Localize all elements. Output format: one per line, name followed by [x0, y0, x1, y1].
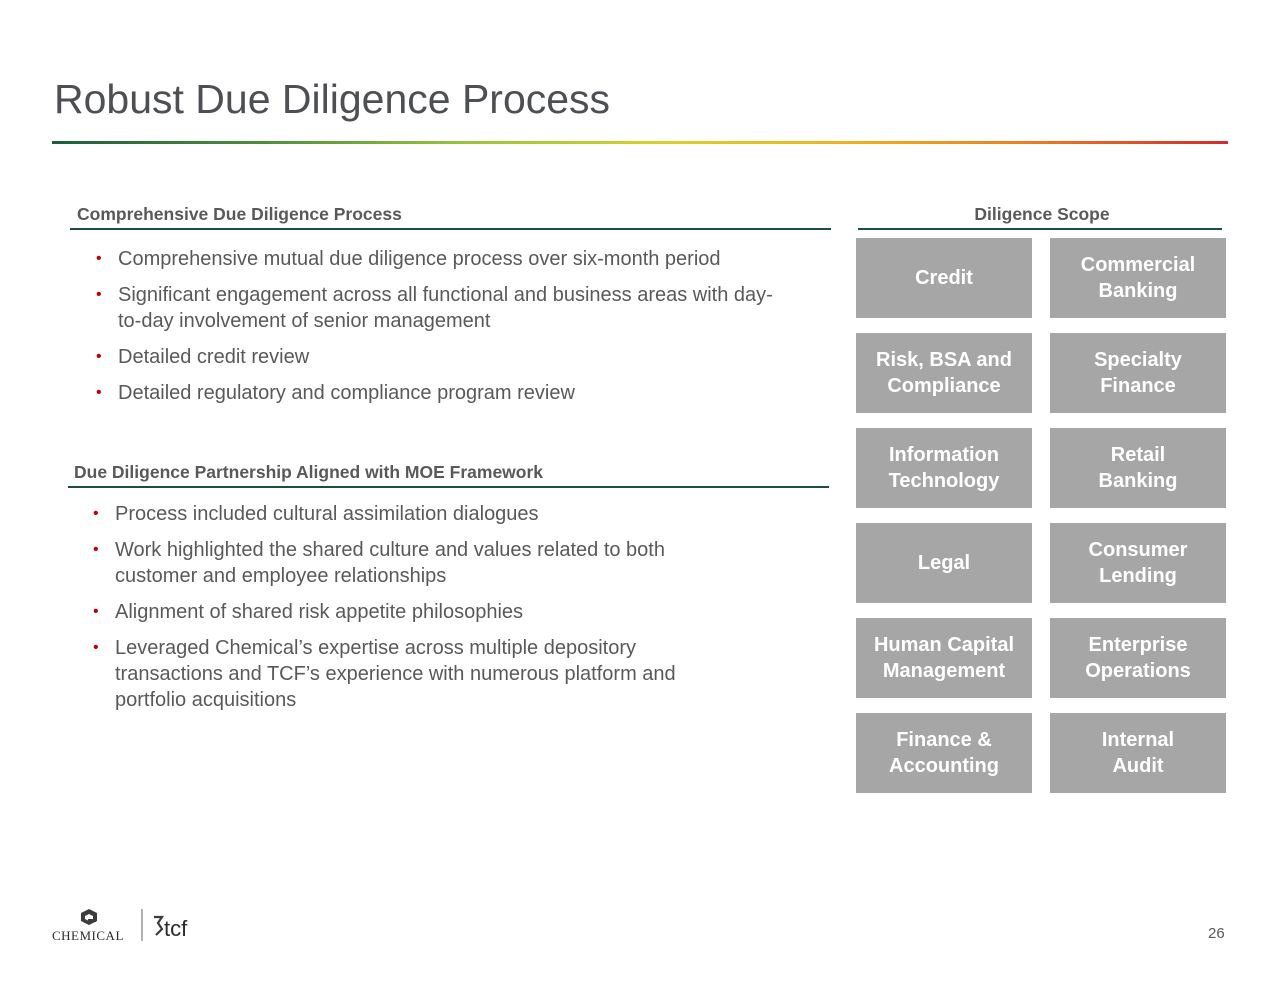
- list-item: Work highlighted the shared culture and …: [85, 537, 715, 589]
- page-title: Robust Due Diligence Process: [54, 76, 611, 122]
- footer-logos: CHEMICAL tcf: [50, 905, 210, 945]
- title-gradient-rule: [52, 141, 1228, 144]
- section2-rule: [68, 486, 829, 488]
- scope-tile-grid: Credit Commercial Banking Risk, BSA and …: [856, 238, 1228, 793]
- tcf-logo-text: tcf: [164, 916, 188, 941]
- page-number: 26: [1208, 925, 1225, 942]
- scope-tile-enterprise-operations: Enterprise Operations: [1050, 618, 1226, 698]
- section1-bullets: Comprehensive mutual due diligence proce…: [88, 246, 808, 406]
- list-item: Process included cultural assimilation d…: [85, 501, 735, 527]
- list-item: Detailed regulatory and compliance progr…: [88, 380, 808, 406]
- scope-tile-consumer-lending: Consumer Lending: [1050, 523, 1226, 603]
- scope-heading: Diligence Scope: [974, 204, 1110, 224]
- scope-tile-commercial-banking: Commercial Banking: [1050, 238, 1226, 318]
- scope-tile-retail-banking: Retail Banking: [1050, 428, 1226, 508]
- section1-heading: Comprehensive Due Diligence Process: [77, 204, 402, 224]
- tcf-logo-mark-icon: [154, 915, 165, 936]
- chemical-logo-mark-icon: [81, 909, 97, 925]
- section1-rule: [70, 228, 831, 230]
- scope-tile-credit: Credit: [856, 238, 1032, 318]
- scope-tile-information-technology: Information Technology: [856, 428, 1032, 508]
- section2-heading: Due Diligence Partnership Aligned with M…: [74, 462, 544, 482]
- scope-tile-risk-bsa-compliance: Risk, BSA and Compliance: [856, 333, 1032, 413]
- scope-rule: [858, 228, 1222, 230]
- chemical-logo-text: CHEMICAL: [52, 928, 124, 943]
- list-item: Significant engagement across all functi…: [88, 282, 778, 334]
- list-item: Leveraged Chemical’s expertise across mu…: [85, 635, 715, 713]
- scope-tile-finance-accounting: Finance & Accounting: [856, 713, 1032, 793]
- section2-bullets: Process included cultural assimilation d…: [85, 501, 735, 713]
- list-item: Detailed credit review: [88, 344, 808, 370]
- list-item: Alignment of shared risk appetite philos…: [85, 599, 735, 625]
- scope-tile-internal-audit: Internal Audit: [1050, 713, 1226, 793]
- scope-tile-specialty-finance: Specialty Finance: [1050, 333, 1226, 413]
- scope-tile-legal: Legal: [856, 523, 1032, 603]
- list-item: Comprehensive mutual due diligence proce…: [88, 246, 808, 272]
- chemical-tcf-logo: CHEMICAL tcf: [52, 909, 188, 943]
- scope-tile-human-capital: Human Capital Management: [856, 618, 1032, 698]
